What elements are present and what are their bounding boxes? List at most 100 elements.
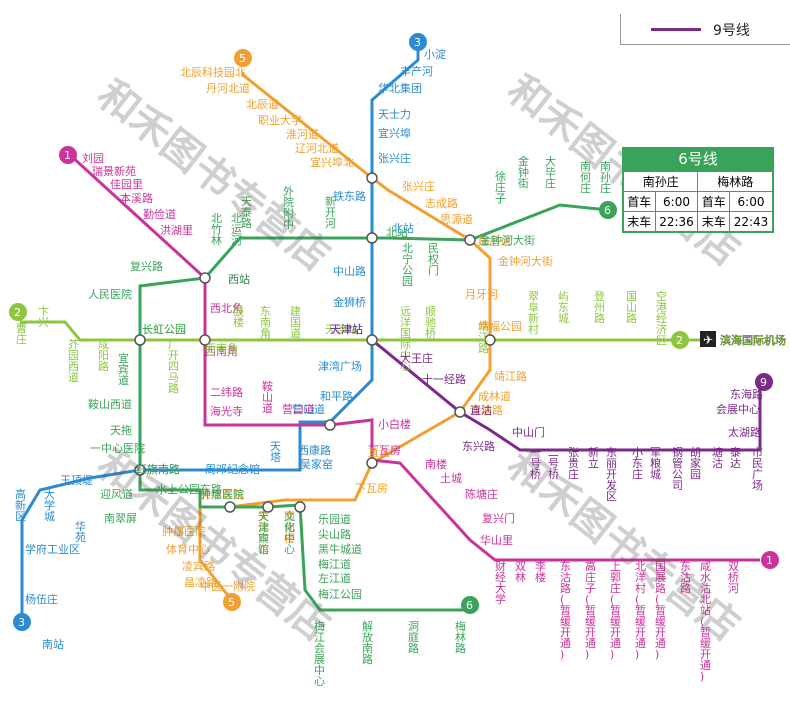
station-label: 丹河北道 <box>206 81 250 95</box>
svg-text:5: 5 <box>228 596 235 609</box>
station-label: 国山路 <box>626 290 637 325</box>
schedule-row-value: 22:43 <box>728 211 774 232</box>
station-label: 高庄子(暂缓开通) <box>585 559 596 661</box>
station-label: 津湾广场 <box>318 359 362 373</box>
station-label: 天津站 <box>325 322 358 336</box>
svg-text:2: 2 <box>676 334 683 347</box>
transfer-station <box>224 501 236 513</box>
station-label: 咸阳路 <box>98 338 109 373</box>
station-label: 一中心医院 <box>90 441 145 455</box>
station-label: 解放南路 <box>362 619 373 666</box>
station-label: 成林道 <box>478 389 511 403</box>
station-label: 东沽路 <box>680 560 691 595</box>
line-1-path <box>68 153 760 562</box>
station-label: 西康路 <box>298 443 331 457</box>
station-label: 长虹公园 <box>142 323 186 336</box>
station-label: 上郭庄(暂缓开通) <box>610 560 621 661</box>
station-label: 小淀 <box>424 47 446 61</box>
station-label: 凌宾路 <box>182 559 215 573</box>
station-label: 西站 <box>228 272 250 286</box>
svg-text:9: 9 <box>760 376 767 389</box>
svg-text:✈: ✈ <box>703 333 713 347</box>
station-label: 北站 <box>392 221 414 235</box>
station-label: 天士力 <box>378 108 411 121</box>
station-label: 金狮桥 <box>333 295 366 309</box>
station-label: 月牙河 <box>465 288 498 301</box>
station-label: 思源道 <box>440 212 473 226</box>
station-label: 王顶堤 <box>60 474 93 487</box>
schedule-station-a: 南孙庄 <box>622 171 699 192</box>
station-label: 本溪路 <box>120 191 153 205</box>
transfer-station <box>366 334 378 346</box>
svg-text:1: 1 <box>766 554 773 567</box>
station-label: 复兴门 <box>482 511 515 525</box>
station-label: 志成路 <box>425 197 458 210</box>
station-label: 屿东城 <box>558 290 569 325</box>
station-label: 财经大学 <box>495 559 506 606</box>
transfer-station <box>134 464 146 476</box>
station-label: 张兴庄 <box>402 179 435 193</box>
station-label: 下瓦房 <box>355 482 388 495</box>
station-label: 高新区 <box>15 487 26 523</box>
station-label: 昌凌路 <box>184 575 217 589</box>
station-label: 天津站 <box>330 322 363 336</box>
station-label: 营口道 <box>282 402 315 416</box>
station-label: 红旗南路 <box>136 462 180 476</box>
station-label: 空港经济区 <box>656 289 667 347</box>
station-label: 西站 <box>228 272 250 286</box>
line-5-badge <box>234 49 252 67</box>
station-label: 金钟河大街 <box>498 254 553 268</box>
line-5-badge-south <box>223 593 241 611</box>
station-label: 华山里 <box>480 533 513 547</box>
station-label: 西南楼 <box>284 510 295 545</box>
station-label: 金钟街 <box>518 154 529 190</box>
station-label: 鼓楼 <box>233 304 244 329</box>
station-label: 海光寺 <box>210 404 243 418</box>
station-label: 广开四马路 <box>168 338 179 395</box>
station-label: 直沽 <box>368 445 390 459</box>
station-label: 人民医院 <box>88 287 132 301</box>
station-label: 梅江道 <box>318 557 351 571</box>
station-label: 东沽路(暂缓开通) <box>560 560 571 661</box>
station-label: 外院附中 <box>283 185 294 231</box>
station-label: 军粮城 <box>650 446 661 481</box>
station-label: 曹庄 <box>16 322 27 346</box>
station-label: 周邓纪念馆 <box>205 462 260 476</box>
station-label: 登州路 <box>594 289 605 325</box>
station-label: 北辰道 <box>246 97 279 111</box>
line-6-station-labels: 南孙庄南何庄大毕庄金钟街徐庄子金钟河大街民权门北宁公园北站新开河外院附中天泰路北… <box>88 154 611 688</box>
station-label: 东丽开发区 <box>606 446 617 503</box>
station-label: 学府工业区 <box>25 542 80 556</box>
line-6-badge-south <box>461 596 479 614</box>
station-label: 杨伍庄 <box>25 592 58 606</box>
station-label: 太湖路 <box>728 426 761 439</box>
station-label: 卞兴 <box>38 304 49 329</box>
legend: 9号线 <box>620 14 790 45</box>
station-label: 长虹公园 <box>142 323 186 336</box>
station-label: 乐园道 <box>318 512 351 526</box>
station-label: 滨海国际机场 <box>720 333 786 347</box>
station-label: 尖山路 <box>318 528 351 541</box>
station-label: 天津站 <box>330 322 363 336</box>
schedule-row-label: 首车 <box>623 191 656 212</box>
station-label: 北竹林 <box>211 212 222 247</box>
line-9-badge <box>755 373 773 391</box>
station-label: 丰产河 <box>400 64 433 78</box>
station-label: 天津宾馆 <box>258 510 269 556</box>
station-label: 南何庄 <box>580 160 591 195</box>
station-label: 张贵庄 <box>568 446 579 481</box>
station-label: 大毕庄 <box>545 154 556 190</box>
transfer-station <box>134 334 146 346</box>
station-label: 勤俭道 <box>143 207 176 221</box>
schedule-row-label: 末车 <box>697 211 730 232</box>
station-label: 华北集团 <box>378 81 422 95</box>
transfer-station <box>262 501 274 513</box>
station-label: 南孙庄 <box>600 160 611 195</box>
line-3-path <box>20 50 420 628</box>
station-label: 下瓦房 <box>368 444 401 457</box>
line-6-path <box>138 203 609 612</box>
station-label: 塘沽 <box>712 445 723 470</box>
station-label: 宜兴埠 <box>378 126 411 140</box>
station-label: 小东庄 <box>632 446 643 481</box>
station-label: 体育中心 <box>166 542 210 556</box>
